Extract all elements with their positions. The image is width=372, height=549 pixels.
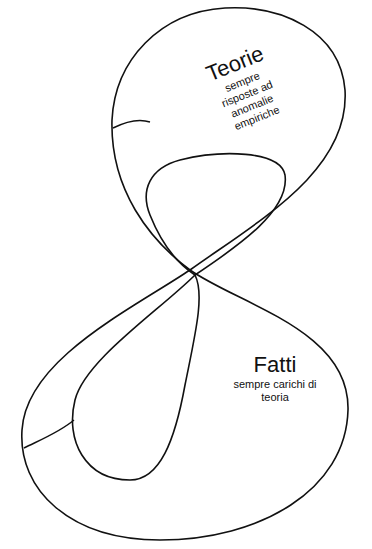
ribbon-twist-line: [24, 420, 74, 448]
ribbon-inner-edge: [72, 154, 285, 480]
ribbon-twist-line: [113, 120, 150, 128]
ribbon-region: Fattisempre carichi di teoria: [223, 353, 327, 404]
ribbon-region: Teoriesempre risposte ad anomalie empiri…: [196, 39, 293, 138]
region-note: sempre carichi di teoria: [225, 378, 325, 404]
ribbon-outer-edge: [22, 8, 348, 540]
region-heading: Fatti: [223, 353, 327, 377]
